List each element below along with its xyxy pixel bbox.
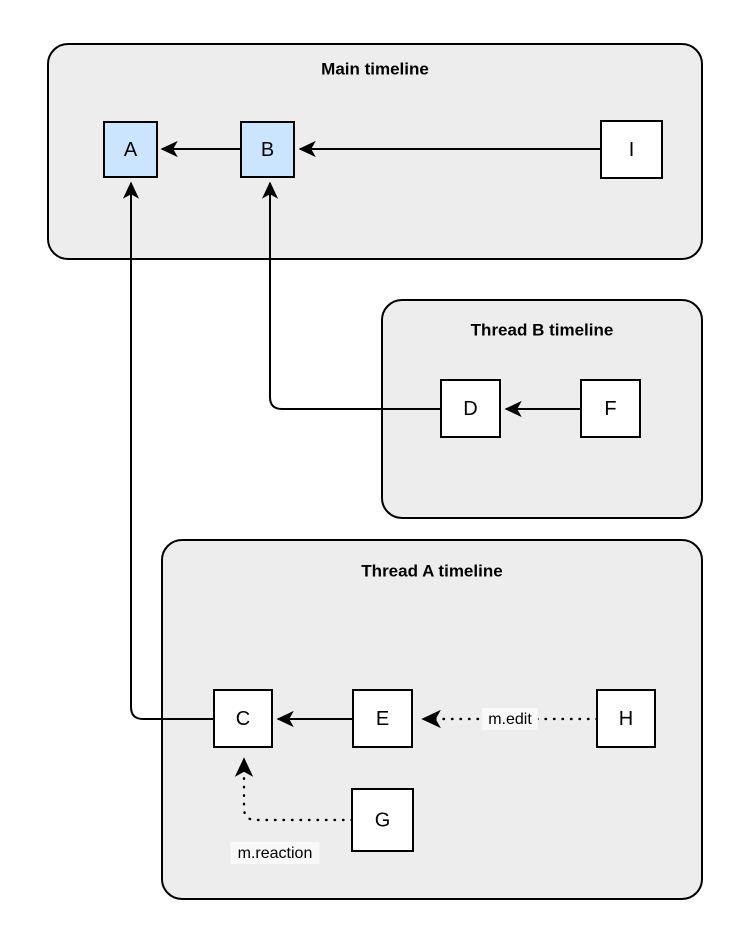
node-D[interactable]: D bbox=[440, 379, 501, 438]
node-label-H: H bbox=[619, 708, 633, 730]
node-box-G bbox=[351, 788, 414, 852]
edge-label-H-to-E: m.edit bbox=[488, 711, 532, 728]
edges-layer bbox=[122, 140, 601, 822]
node-B[interactable]: B bbox=[240, 121, 295, 178]
edge-label-background-G-to-C bbox=[230, 842, 320, 864]
edge-label-G-to-C: m.reaction bbox=[238, 845, 313, 862]
panel-title-main: Main timeline bbox=[321, 59, 429, 78]
edge-labels-layer: m.edit m.reaction bbox=[230, 708, 538, 864]
edge-label-background-H-to-E bbox=[482, 708, 538, 730]
node-E[interactable]: E bbox=[352, 689, 413, 748]
node-label-A: A bbox=[124, 139, 138, 161]
edge-label-group-G-to-C: m.reaction bbox=[230, 842, 320, 864]
node-box-I bbox=[600, 120, 663, 179]
node-label-D: D bbox=[463, 398, 477, 420]
edge-D-to-B[interactable] bbox=[261, 181, 441, 410]
panel-main[interactable]: Main timeline bbox=[47, 43, 703, 260]
node-box-D bbox=[440, 379, 501, 438]
node-box-E bbox=[352, 689, 413, 748]
node-C[interactable]: C bbox=[213, 689, 273, 748]
node-label-C: C bbox=[236, 708, 250, 730]
node-box-A bbox=[103, 121, 158, 178]
node-label-E: E bbox=[376, 708, 389, 730]
node-F[interactable]: F bbox=[580, 379, 641, 438]
panel-title-thread-b: Thread B timeline bbox=[471, 320, 614, 339]
node-box-F bbox=[580, 379, 641, 438]
node-box-H bbox=[596, 689, 656, 748]
node-label-F: F bbox=[604, 398, 616, 420]
node-box-C bbox=[213, 689, 273, 748]
node-label-G: G bbox=[375, 809, 391, 831]
panel-background-main bbox=[47, 43, 703, 260]
panel-title-thread-a: Thread A timeline bbox=[361, 561, 502, 580]
nodes-layer: A B I D F C E H G bbox=[103, 120, 663, 852]
edge-label-group-H-to-E: m.edit bbox=[482, 708, 538, 730]
node-I[interactable]: I bbox=[600, 120, 663, 179]
edge-C-to-A[interactable] bbox=[122, 181, 214, 720]
node-A[interactable]: A bbox=[103, 121, 158, 178]
node-G[interactable]: G bbox=[351, 788, 414, 852]
node-label-I: I bbox=[629, 139, 635, 161]
node-label-B: B bbox=[261, 139, 274, 161]
node-box-B bbox=[240, 121, 295, 178]
node-H[interactable]: H bbox=[596, 689, 656, 748]
